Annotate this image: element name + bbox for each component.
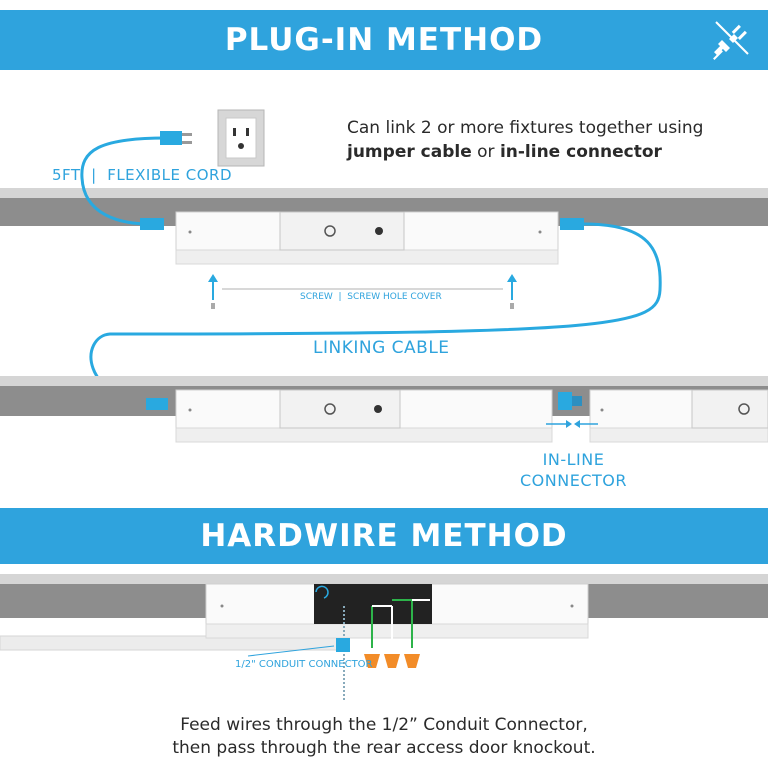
inline-connector-text: in-line connector bbox=[499, 142, 662, 162]
plugin-method-title: PLUG-IN METHOD bbox=[224, 22, 544, 58]
linking-cable bbox=[89, 222, 662, 406]
linking-cable-label: LINKING CABLE bbox=[313, 338, 450, 358]
screw-label: SCREW | SCREW HOLE COVER bbox=[300, 292, 442, 302]
inline-label-line2: CONNECTOR bbox=[520, 471, 627, 490]
conduit-connector bbox=[247, 638, 350, 657]
fixture-3 bbox=[589, 389, 768, 443]
inline-label-line1: IN-LINE bbox=[542, 450, 605, 469]
inline-connector bbox=[546, 392, 598, 428]
screw-left bbox=[208, 274, 218, 309]
cord-plug bbox=[160, 131, 192, 145]
jumper-cable-text: jumper cable bbox=[347, 142, 472, 162]
fixture-2 bbox=[146, 389, 553, 443]
footer-line1: Feed wires through the 1/2” Conduit Conn… bbox=[180, 715, 588, 735]
plugin-note-line2: jumper cable or in-line connector bbox=[347, 140, 703, 164]
hardwire-method-banner: HARDWIRE METHOD bbox=[0, 508, 768, 564]
flexible-cord-label: 5FT | FLEXIBLE CORD bbox=[52, 166, 233, 184]
plugin-note: Can link 2 or more fixtures together usi… bbox=[347, 116, 703, 164]
hardwire-footer-note: Feed wires through the 1/2” Conduit Conn… bbox=[0, 714, 768, 760]
screw-right bbox=[507, 274, 517, 309]
wall-outlet bbox=[217, 109, 265, 167]
hardwire-wires bbox=[343, 599, 430, 700]
footer-line2: then pass through the rear access door k… bbox=[172, 738, 596, 758]
hardwire-method-title: HARDWIRE METHOD bbox=[200, 518, 568, 554]
plugin-note-line1: Can link 2 or more fixtures together usi… bbox=[347, 118, 704, 138]
wire-nuts bbox=[364, 654, 420, 668]
flexible-cord bbox=[80, 136, 167, 226]
plug-icon bbox=[713, 21, 749, 60]
note-or-text: or bbox=[471, 142, 500, 162]
fixture-hardwire bbox=[205, 583, 589, 639]
conduit-connector-label: 1/2" CONDUIT CONNECTOR bbox=[235, 659, 373, 670]
plugin-method-banner: PLUG-IN METHOD bbox=[0, 10, 768, 70]
fixture-1 bbox=[140, 211, 584, 265]
inline-connector-label: IN-LINE CONNECTOR bbox=[520, 449, 627, 491]
